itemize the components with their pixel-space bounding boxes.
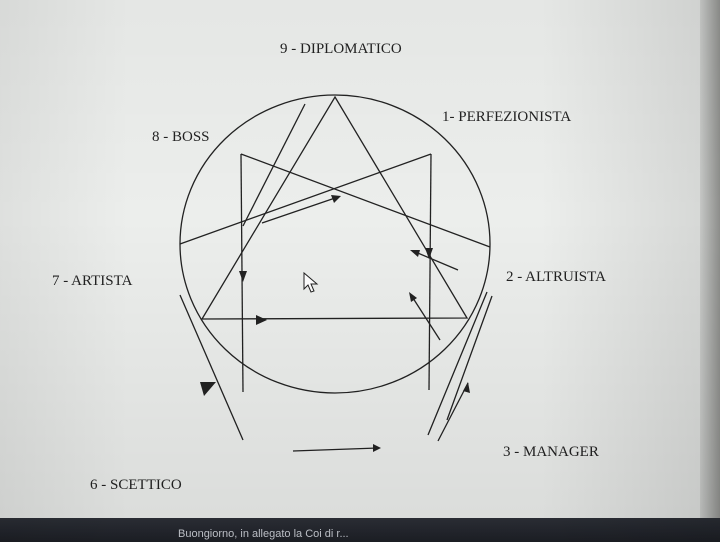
arrow-head-bottom-line xyxy=(256,315,267,325)
arrow-head-bottom xyxy=(373,444,381,452)
label-type-1: 1- PERFEZIONISTA xyxy=(442,109,571,125)
arrow-head-left-filled xyxy=(200,382,216,396)
outer-line-left xyxy=(179,294,244,441)
arrow-head-center xyxy=(331,195,341,203)
arrow-line-right-2 xyxy=(410,294,441,341)
outer-line-right-2 xyxy=(437,382,469,442)
label-type-2: 2 - ALTRUISTA xyxy=(506,269,606,285)
document-page xyxy=(0,0,706,522)
hexad-line-7-5 xyxy=(179,153,432,245)
arrow-head-right-2 xyxy=(409,292,417,302)
taskbar-notification[interactable]: Buongiorno, in allegato la Coi di r... xyxy=(178,528,349,540)
label-type-8: 8 - BOSS xyxy=(152,129,210,145)
arrow-line-center xyxy=(261,196,339,224)
arrow-line-bottom xyxy=(292,447,379,452)
label-type-7: 7 - ARTISTA xyxy=(52,273,133,289)
arrow-head-left-vertical xyxy=(239,271,247,282)
arrow-line-right-1 xyxy=(412,250,459,271)
arrow-head-right-upper xyxy=(463,382,470,393)
label-type-9: 9 - DIPLOMATICO xyxy=(280,41,402,57)
hexad-line-1-4 xyxy=(240,153,491,248)
outer-line-right-3 xyxy=(446,295,493,421)
label-type-3: 3 - MANAGER xyxy=(503,444,599,460)
taskbar xyxy=(0,518,720,542)
arrow-head-right-vertical xyxy=(425,248,433,259)
outer-line-right-1 xyxy=(427,291,488,436)
hexad-line-4-2 xyxy=(242,103,306,227)
hexad-line-5-vertical xyxy=(428,153,432,391)
arrow-head-right-1 xyxy=(410,250,420,257)
window-edge xyxy=(700,0,720,542)
enneagram-circle xyxy=(179,94,491,394)
mouse-pointer-icon xyxy=(303,271,319,293)
inner-triangle xyxy=(200,95,469,320)
label-type-6: 6 - SCETTICO xyxy=(90,477,182,493)
